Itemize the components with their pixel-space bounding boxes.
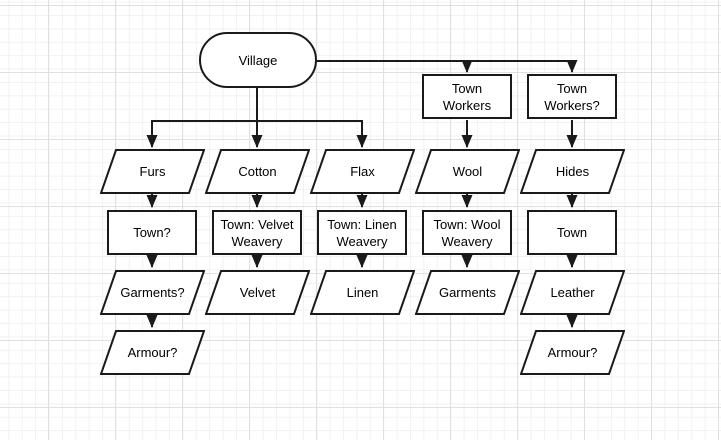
edge-village-to-furs[interactable] xyxy=(146,88,258,148)
parallelogram-shape xyxy=(205,149,310,194)
parallelogram-shape xyxy=(100,270,205,315)
node-label: Garments? xyxy=(120,285,185,300)
flow-node-armour-q-right[interactable]: Armour? xyxy=(520,330,625,375)
node-label: Garments xyxy=(438,285,497,300)
flow-node-cotton[interactable]: Cotton xyxy=(205,149,310,194)
node-label: Town: Wool Weavery xyxy=(433,216,501,249)
parallelogram-shape xyxy=(520,270,625,315)
node-label: Village xyxy=(238,52,278,68)
flow-node-town-q[interactable]: Town? xyxy=(107,210,197,255)
flow-node-leather[interactable]: Leather xyxy=(520,270,625,315)
edge-village-to-flax[interactable] xyxy=(256,88,368,148)
parallelogram-shape xyxy=(310,270,415,315)
flow-node-village[interactable]: Village xyxy=(199,32,317,88)
node-label: Wool xyxy=(452,164,483,179)
node-label: Furs xyxy=(139,164,166,179)
flow-node-town-workers[interactable]: Town Workers xyxy=(422,74,512,119)
node-label: Flax xyxy=(350,164,375,179)
node-label: Armour? xyxy=(547,345,598,360)
parallelogram-shape xyxy=(205,270,310,315)
node-label: Leather xyxy=(550,285,595,300)
flow-node-furs[interactable]: Furs xyxy=(100,149,205,194)
flow-node-flax[interactable]: Flax xyxy=(310,149,415,194)
parallelogram-shape xyxy=(415,149,520,194)
flow-node-hides[interactable]: Hides xyxy=(520,149,625,194)
flow-node-garments-q[interactable]: Garments? xyxy=(100,270,205,315)
flow-node-wool[interactable]: Wool xyxy=(415,149,520,194)
node-label: Town: Linen Weavery xyxy=(327,216,397,249)
parallelogram-shape xyxy=(520,330,625,375)
flow-node-town-workers-q[interactable]: Town Workers? xyxy=(527,74,617,119)
parallelogram-shape xyxy=(310,149,415,194)
node-label: Linen xyxy=(346,285,379,300)
node-label: Velvet xyxy=(239,285,276,300)
node-label: Hides xyxy=(555,164,590,179)
node-label: Town Workers? xyxy=(544,80,600,113)
edge-village-to-town-workers[interactable] xyxy=(317,60,473,73)
node-label: Cotton xyxy=(238,164,277,179)
flow-node-town[interactable]: Town xyxy=(527,210,617,255)
parallelogram-shape xyxy=(100,149,205,194)
parallelogram-shape xyxy=(520,149,625,194)
flow-node-garments[interactable]: Garments xyxy=(415,270,520,315)
flow-node-linen[interactable]: Linen xyxy=(310,270,415,315)
flow-node-velvet[interactable]: Velvet xyxy=(205,270,310,315)
node-label: Town Workers xyxy=(442,80,492,113)
edge-village-to-town-workers-q[interactable] xyxy=(317,60,578,73)
node-label: Town xyxy=(556,225,588,240)
parallelogram-shape xyxy=(415,270,520,315)
flow-node-town-velvet-weavery[interactable]: Town: Velvet Weavery xyxy=(212,210,302,255)
parallelogram-shape xyxy=(100,330,205,375)
node-label: Town? xyxy=(133,225,171,240)
node-label: Town: Velvet Weavery xyxy=(220,216,294,249)
flow-node-armour-q-left[interactable]: Armour? xyxy=(100,330,205,375)
flow-node-town-linen-weavery[interactable]: Town: Linen Weavery xyxy=(317,210,407,255)
flow-node-town-wool-weavery[interactable]: Town: Wool Weavery xyxy=(422,210,512,255)
node-label: Armour? xyxy=(127,345,178,360)
